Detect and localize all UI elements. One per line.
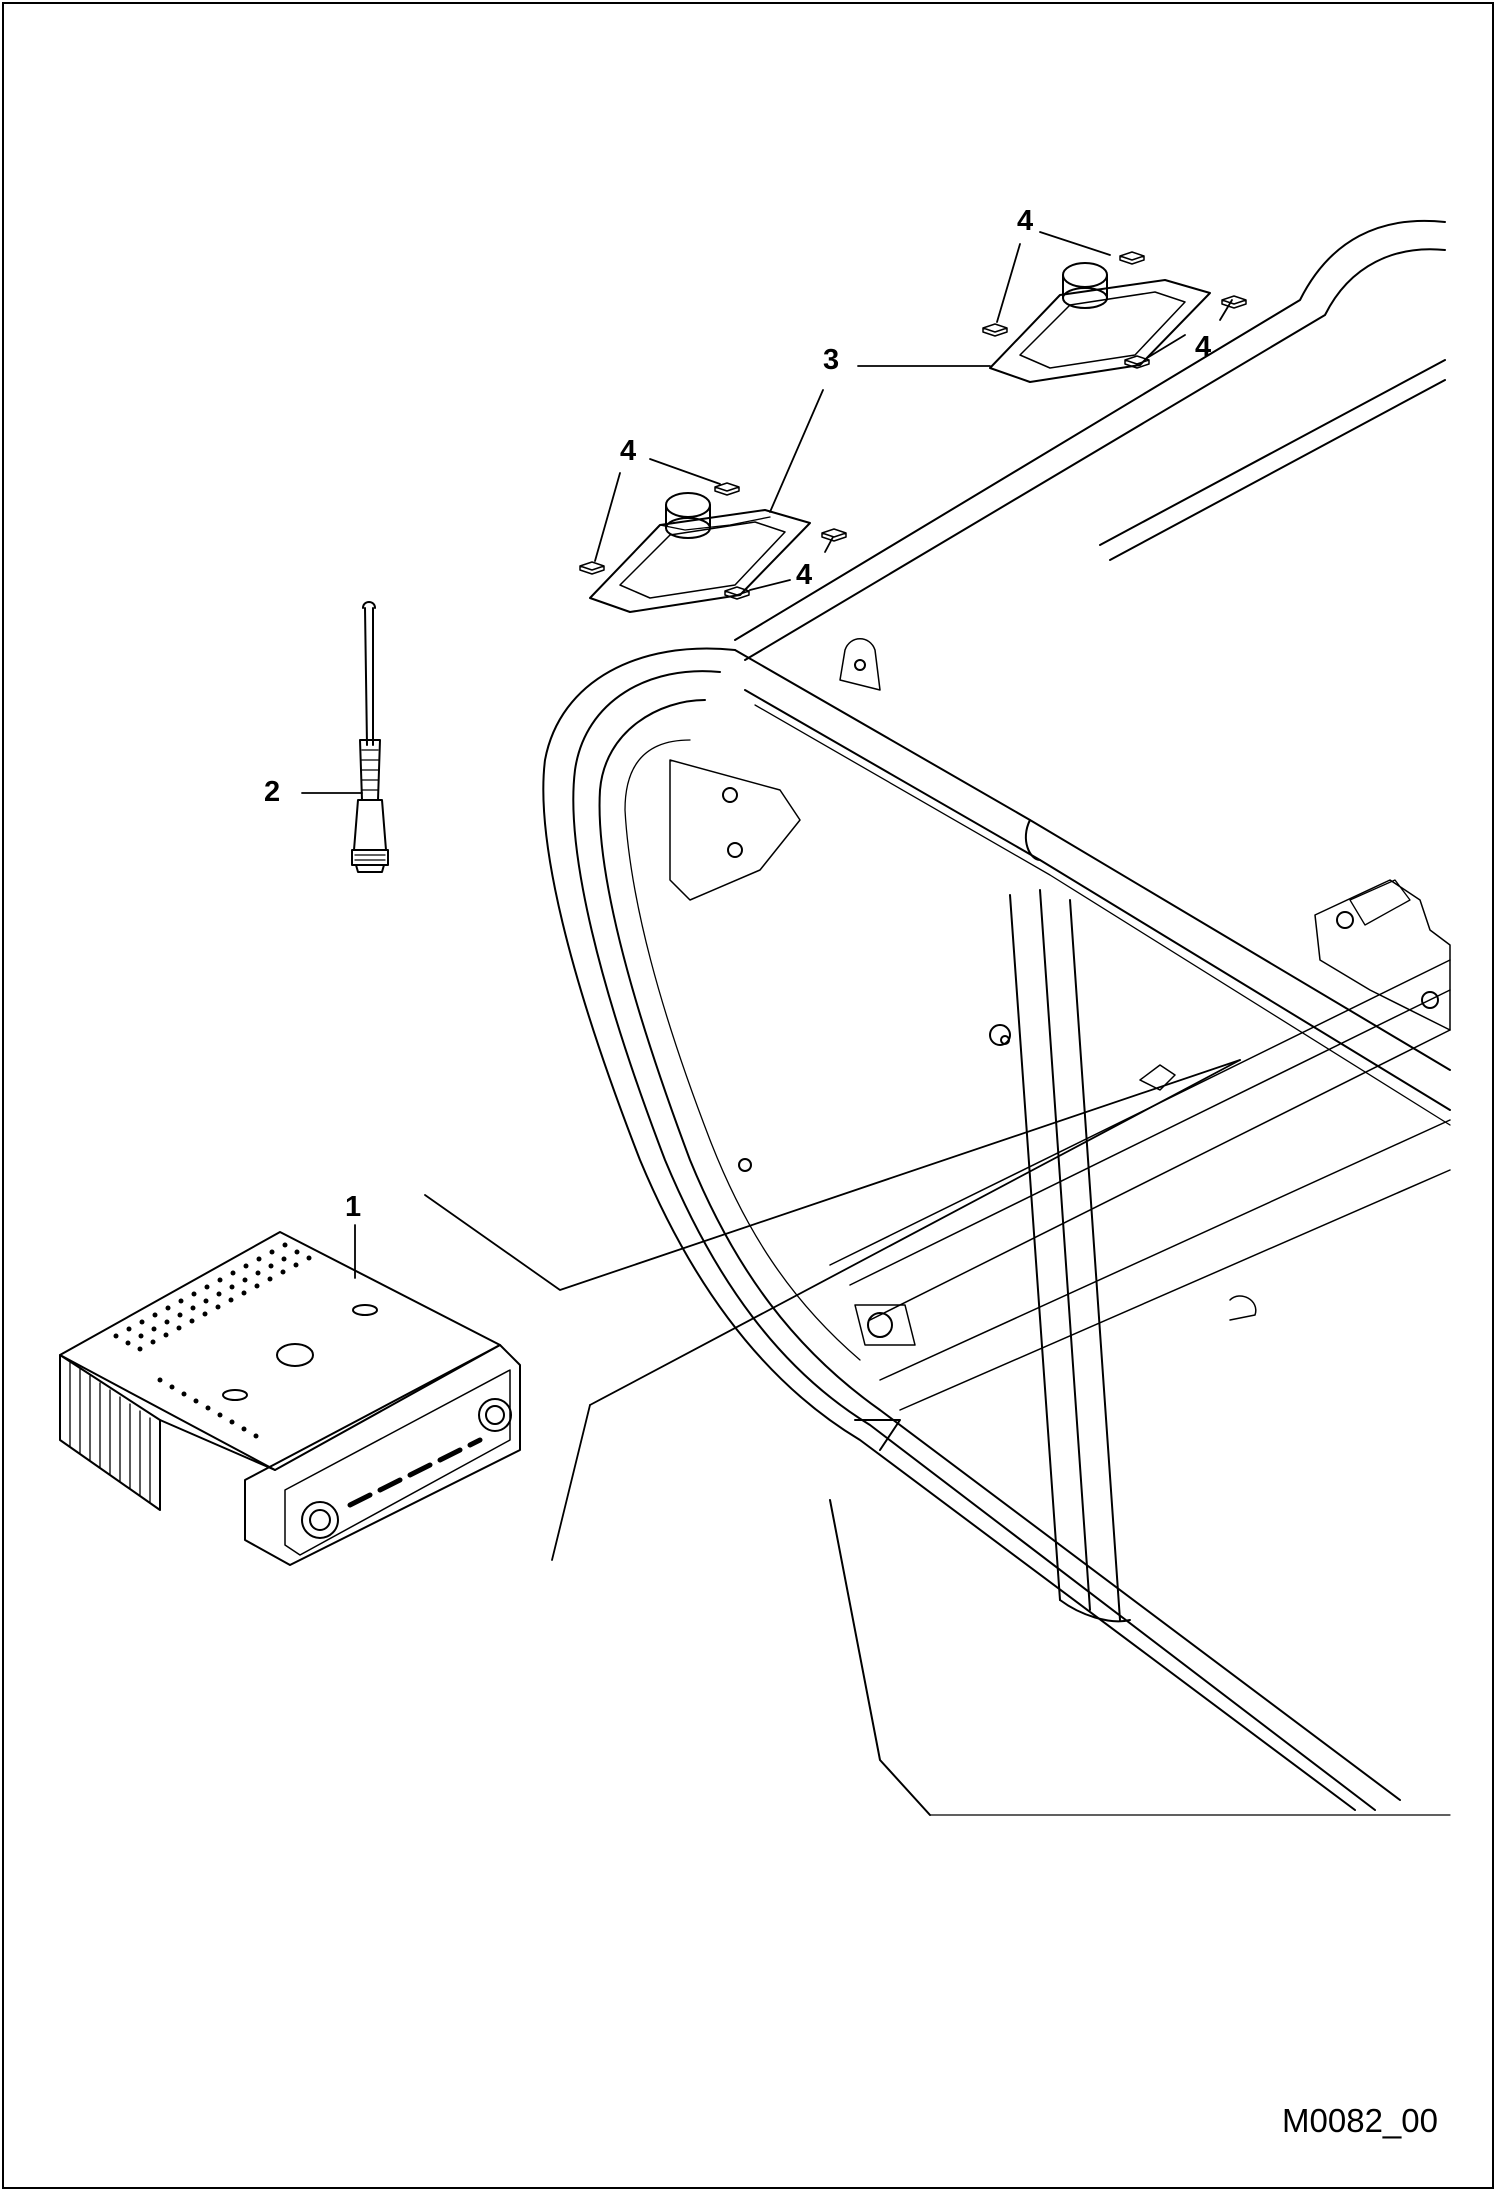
speaker-right (989, 262, 1211, 383)
callout-clip-upper-right: 4 (1195, 331, 1212, 363)
callout-clip-upper-left: 4 (1017, 205, 1034, 237)
radio-unit (59, 1231, 521, 1566)
callout-radio: 1 (345, 1191, 362, 1223)
speaker-left (589, 492, 811, 613)
antenna (351, 601, 389, 873)
callout-clip-lower-left: 4 (620, 435, 637, 467)
drawing-number: M0082_00 (1282, 2102, 1438, 2139)
callout-speaker: 3 (823, 344, 840, 376)
speaker-clips (579, 251, 1247, 600)
cab-frame (542, 219, 1451, 1816)
callout-antenna: 2 (264, 776, 281, 808)
leader-lines (301, 231, 1241, 1561)
callout-clip-lower-right: 4 (796, 559, 813, 591)
